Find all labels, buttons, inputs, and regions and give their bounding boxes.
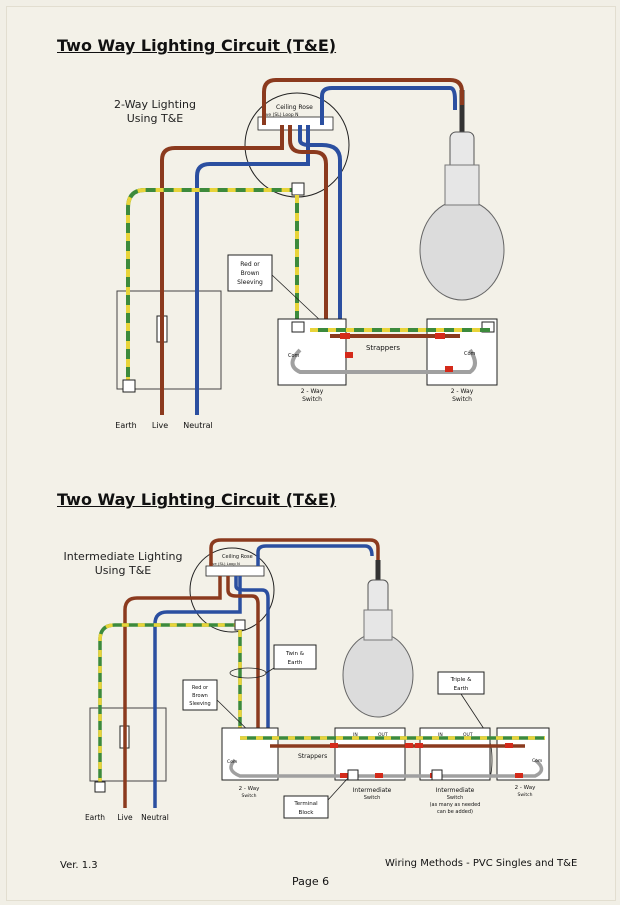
bottom-intermediate1-line2: Switch (364, 795, 381, 801)
top-sl-to-switch (298, 125, 342, 322)
bottom-terminal-block-callout (283, 795, 329, 819)
bottom-out-label-1: OUT (378, 732, 388, 738)
top-supply-box (116, 290, 222, 390)
bottom-caption-line1: Intermediate Lighting (63, 550, 183, 563)
bottom-switch-left-line1: 2 - Way (239, 786, 260, 792)
footer-doc-title: Wiring Methods - PVC Singles and T&E (385, 858, 578, 869)
bottom-supply-earth-terminal (94, 781, 106, 793)
top-strappers-label: Strappers (366, 344, 400, 352)
top-neutral-supply-wire (195, 125, 310, 415)
bottom-lamp-neutral-wire (256, 544, 374, 566)
bottom-com-label-1: Com (227, 759, 237, 765)
bottom-intermediate1-line1: Intermediate (353, 787, 392, 794)
top-rose-terminal-labels: Live (SL) Loop N (262, 112, 299, 118)
bottom-switch-left (221, 727, 279, 781)
bottom-intermediate2-line3: (as many as needed (430, 802, 481, 808)
bottom-in-label-2: IN (438, 732, 443, 738)
top-caption: 2-Way Lighting Using T&E (100, 98, 210, 126)
bottom-com-label-2: Com (532, 758, 542, 764)
bottom-earth-label: Earth (85, 813, 105, 822)
top-sleeving-line2: Brown (241, 270, 260, 277)
top-switch2-line2: Switch (452, 396, 472, 403)
bottom-sleeving-line2: Brown (192, 693, 208, 699)
top-switch1-line2: Switch (302, 396, 322, 403)
footer-page: Page 6 (292, 875, 330, 888)
bottom-loop-to-switch (226, 576, 260, 738)
top-earth-supply-stripe (126, 188, 297, 385)
bottom-switch-right-line2: Switch (518, 792, 533, 798)
bottom-in-label-1: IN (353, 732, 358, 738)
top-lamp-neutral-wire (320, 86, 457, 125)
top-diagram: Ceiling Rose Live (SL) Loop N Red (115, 78, 505, 430)
top-earth-terminal (291, 182, 305, 196)
bottom-sl-to-switch (234, 576, 270, 738)
bottom-triple-earth-line2: Earth (454, 686, 469, 692)
bottom-lamp (342, 560, 414, 718)
bottom-supply-box (89, 707, 167, 782)
top-earth-label: Earth (115, 421, 136, 430)
footer-version: Ver. 1.3 (60, 860, 98, 871)
bottom-intermediate-2 (419, 727, 491, 781)
top-supply-earth-terminal (122, 379, 136, 393)
bottom-caption: Intermediate Lighting Using T&E (58, 550, 188, 578)
top-lamp (419, 90, 505, 301)
bottom-earth-terminal (234, 619, 246, 631)
top-neutral-label: Neutral (183, 421, 213, 430)
bottom-strappers-label: Strappers (298, 753, 327, 760)
bottom-title: Two Way Lighting Circuit (T&E) (57, 490, 337, 509)
bottom-intermediate2-line2: Switch (447, 795, 464, 801)
bottom-switch-left-line2: Switch (242, 793, 257, 799)
bottom-ceiling-rose-label: Ceiling Rose (222, 554, 253, 560)
bottom-twin-earth-line2: Earth (288, 660, 303, 666)
top-switch1-line1: 2 - Way (301, 388, 324, 395)
top-sleeving-callout (227, 254, 273, 292)
bottom-twin-earth-line1: Twin & (285, 651, 305, 657)
bottom-sleeving-line1: Red or (192, 685, 209, 691)
bottom-out-label-2: OUT (463, 732, 473, 738)
top-loop-to-switch (288, 125, 328, 322)
bottom-earth-supply-wire (98, 623, 240, 785)
top-ceiling-rose-label: Ceiling Rose (276, 104, 313, 111)
top-com-label-2: Com (464, 351, 476, 357)
bottom-terminal-block-line1: Terminal (293, 801, 318, 807)
top-switch2-line1: 2 - Way (451, 388, 474, 395)
top-com-label-1: Com (288, 353, 300, 359)
bottom-twin-earth-callout (273, 644, 317, 670)
bottom-intermediate2-line4: can be added) (437, 809, 473, 815)
top-sleeving-line3: Sleeving (237, 279, 263, 286)
bottom-ceiling-rose-circle (189, 547, 275, 633)
bottom-intermediate2-line1: Intermediate (436, 787, 475, 794)
top-caption-line1: 2-Way Lighting (114, 98, 196, 111)
top-rose-terminal-strip (257, 116, 334, 131)
bottom-sleeving-callout (182, 679, 218, 711)
bottom-diagram: Ceiling Rose Live (SL) Loop N Twin & Ear… (85, 538, 550, 822)
top-lamp-live-wire (262, 78, 464, 125)
bottom-rose-terminal-labels: Live (SL) Loop N (209, 561, 240, 566)
bottom-live-label: Live (117, 813, 133, 822)
top-live-label: Live (152, 421, 168, 430)
bottom-triple-earth-line1: Triple & (450, 677, 472, 683)
top-title: Two Way Lighting Circuit (T&E) (57, 36, 337, 55)
bottom-neutral-label: Neutral (141, 813, 169, 822)
top-live-supply-wire (160, 125, 284, 415)
top-sleeving-line1: Red or (240, 261, 260, 268)
bottom-rose-terminal-strip (205, 565, 265, 577)
bottom-caption-line2: Using T&E (94, 564, 152, 577)
top-strapper-grey (290, 348, 477, 374)
bottom-terminal-block-line2: Block (299, 810, 315, 816)
bottom-sleeving-line3: Sleeving (189, 701, 210, 707)
bottom-live-supply-wire (123, 576, 222, 808)
bottom-intermediate-1 (334, 727, 406, 781)
top-caption-line2: Using T&E (126, 112, 184, 125)
bottom-lamp-live-wire (209, 538, 380, 566)
bottom-switch-right-line1: 2 - Way (515, 785, 536, 791)
